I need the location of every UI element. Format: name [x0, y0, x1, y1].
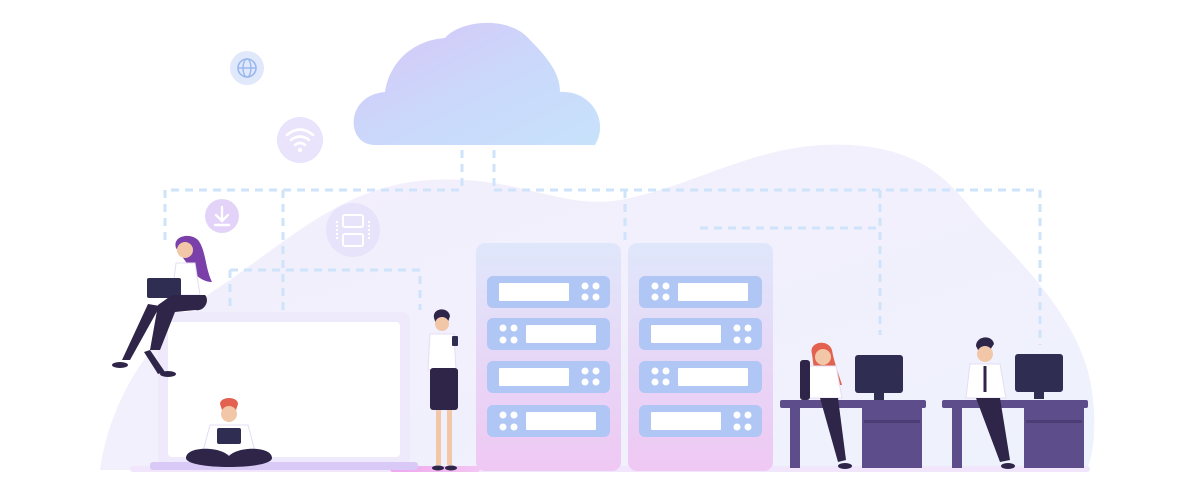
server-rack-right [628, 243, 773, 471]
network-icon [326, 203, 380, 257]
laptop [150, 312, 418, 470]
woman-with-laptop [112, 235, 212, 377]
cloud-icon [353, 22, 601, 145]
woman-with-phone [427, 309, 458, 471]
download-icon [205, 199, 239, 233]
wifi-icon [277, 117, 323, 163]
server-rack-left [476, 243, 621, 471]
man-with-tablet [186, 398, 272, 467]
desk-workstation-right [942, 337, 1088, 469]
network-lines [163, 150, 1042, 400]
globe-icon [230, 51, 264, 85]
desk-workstation-left [780, 342, 926, 469]
